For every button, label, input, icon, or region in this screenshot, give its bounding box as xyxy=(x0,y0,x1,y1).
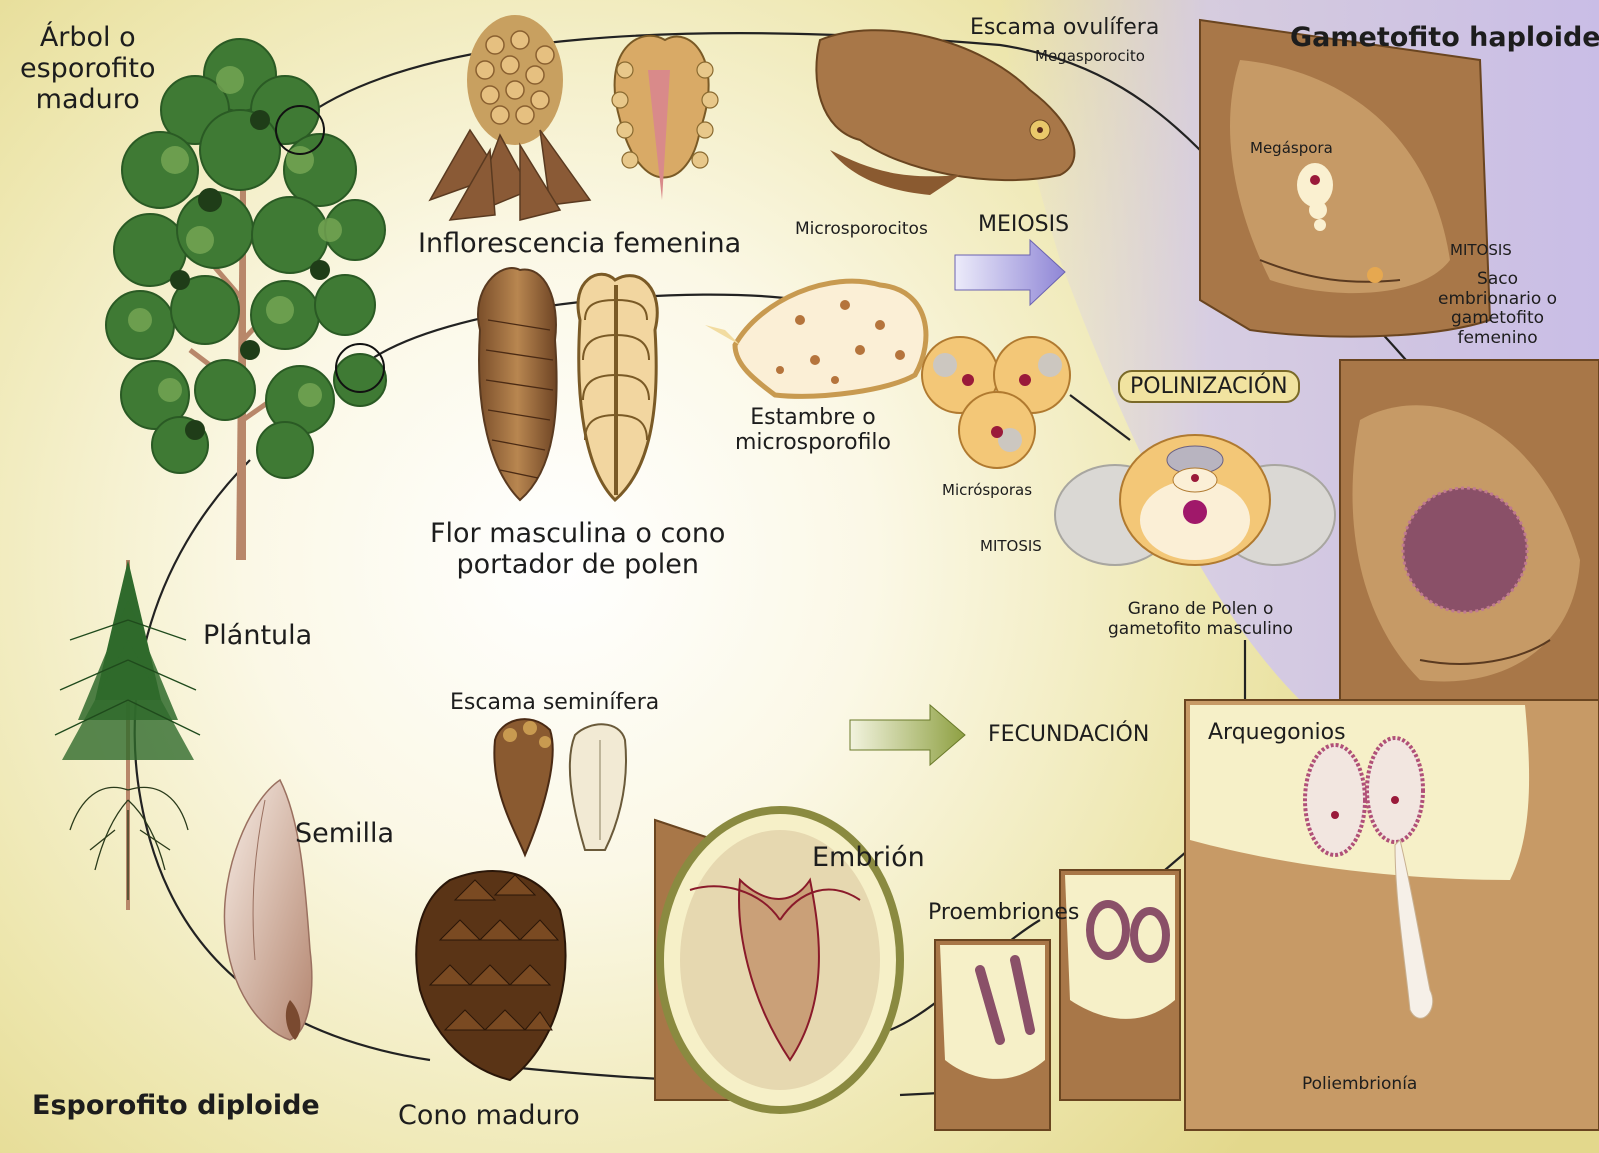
megasporocyte-label: Megasporocito xyxy=(1035,48,1145,65)
embryo-sac-line3: gametofito xyxy=(1438,309,1557,329)
polyembryony-label: Poliembrionía xyxy=(1302,1075,1417,1095)
archegonia-label: Arquegonios xyxy=(1208,720,1346,745)
mature-cone-label: Cono maduro xyxy=(398,1100,580,1131)
mitosis-top-label: MITOSIS xyxy=(1450,242,1512,259)
pollination-badge: POLINIZACIÓN xyxy=(1118,370,1300,403)
male-flower-line1: Flor masculina o cono xyxy=(430,518,725,549)
seedling-label: Plántula xyxy=(203,620,312,651)
stamen-label: Estambre o microsporofilo xyxy=(735,405,891,456)
embryo-sac-line2: embrionario o xyxy=(1438,290,1557,310)
female-inflorescence-label: Inflorescencia femenina xyxy=(418,228,741,259)
embryo-sac-panel xyxy=(1340,360,1599,700)
archegonia-illustration xyxy=(1185,700,1599,1130)
embryo-sac-line4: femenino xyxy=(1438,329,1557,349)
mitosis-mid-label: MITOSIS xyxy=(980,538,1042,555)
embryo-sac-label: Saco embrionario o gametofito femenino xyxy=(1438,270,1557,348)
tree-label-line3: maduro xyxy=(20,84,155,115)
embryo-sac-line1: Saco xyxy=(1438,270,1557,290)
embryo-label: Embrión xyxy=(812,842,925,873)
stamen-label-line1: Estambre o xyxy=(735,405,891,430)
pollen-grain-label: Grano de Polen o gametofito masculino xyxy=(1108,600,1293,639)
meiosis-label: MEIOSIS xyxy=(978,212,1069,237)
tree-label-line2: esporofito xyxy=(20,53,155,84)
ovuliferous-scale-label: Escama ovulífera xyxy=(970,15,1159,40)
megaspore-label: Megáspora xyxy=(1250,140,1333,157)
pollen-grain-line1: Grano de Polen o xyxy=(1108,600,1293,620)
pollen-grain-line2: gametofito masculino xyxy=(1108,620,1293,640)
diploid-sporophyte-title: Esporofito diploide xyxy=(32,1090,320,1121)
seed-scale-label: Escama seminífera xyxy=(450,690,659,715)
male-flower-label: Flor masculina o cono portador de polen xyxy=(430,518,725,580)
microspores-label: Micrósporas xyxy=(942,482,1032,499)
tree-label-line1: Árbol o xyxy=(20,22,155,53)
haploid-gametophyte-title: Gametofito haploide xyxy=(1290,22,1599,53)
seed-label: Semilla xyxy=(295,818,394,849)
stamen-label-line2: microsporofilo xyxy=(735,430,891,455)
tree-label: Árbol o esporofito maduro xyxy=(20,22,155,115)
microsporocytes-label: Microsporocitos xyxy=(795,220,928,240)
proembryos-label: Proembriones xyxy=(928,900,1079,925)
fecundation-label: FECUNDACIÓN xyxy=(988,722,1149,747)
male-flower-line2: portador de polen xyxy=(430,549,725,580)
